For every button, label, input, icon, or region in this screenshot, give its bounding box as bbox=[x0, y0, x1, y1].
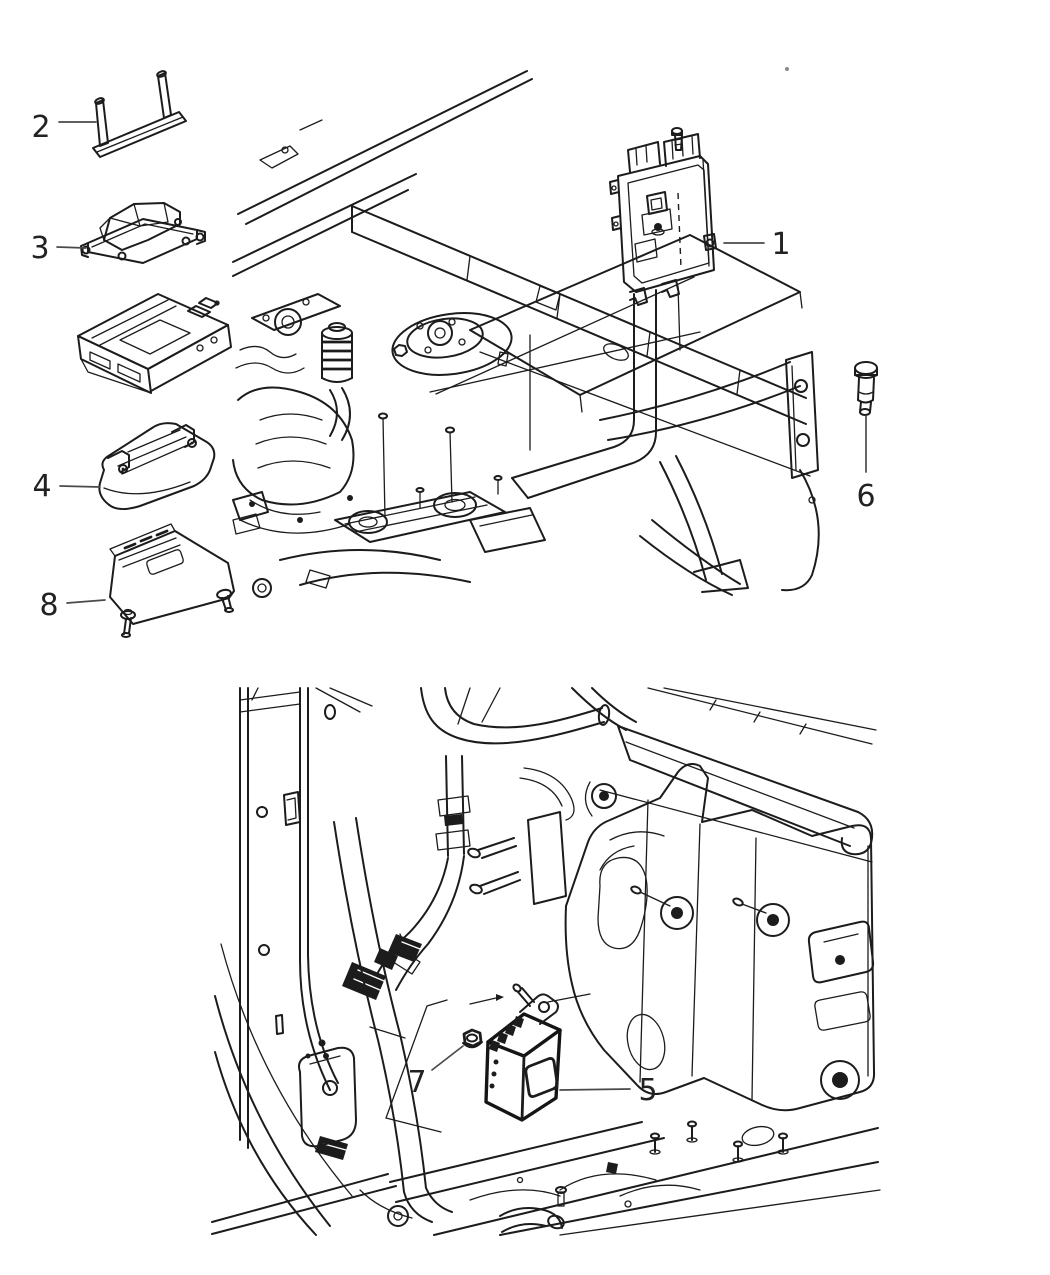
callout-5-leader bbox=[559, 1088, 631, 1091]
callout-8-leader bbox=[66, 599, 106, 604]
loose-parts-column bbox=[77, 70, 235, 638]
callout-6: 6 bbox=[856, 415, 876, 514]
callout-2: 2 bbox=[31, 110, 97, 145]
callout-1-label: 1 bbox=[771, 227, 790, 262]
cowl-side-view bbox=[211, 687, 881, 1236]
callout-3-leader bbox=[56, 246, 87, 249]
shift-control-module-part bbox=[484, 983, 591, 1122]
module-part bbox=[77, 293, 232, 394]
mounting-bolt-part bbox=[854, 361, 878, 416]
shield-plate-part bbox=[109, 523, 235, 638]
callout-5: 5 bbox=[559, 1073, 658, 1108]
callout-4-leader bbox=[59, 485, 101, 488]
callout-6-label: 6 bbox=[856, 479, 875, 514]
callouts: 1 2 3 4 5 6 7 8 bbox=[30, 110, 875, 1108]
callout-3: 3 bbox=[30, 231, 87, 266]
callout-4: 4 bbox=[32, 469, 101, 504]
callout-4-label: 4 bbox=[32, 469, 51, 504]
pin-bracket-part bbox=[92, 70, 187, 158]
flange-nut-part bbox=[462, 1028, 483, 1049]
weld-studs bbox=[649, 1120, 789, 1163]
callout-5-label: 5 bbox=[638, 1073, 657, 1108]
callout-1: 1 bbox=[723, 227, 791, 262]
print-speck bbox=[785, 67, 789, 71]
callout-8: 8 bbox=[39, 588, 106, 623]
callout-3-label: 3 bbox=[30, 231, 49, 266]
engine-control-module-part bbox=[609, 133, 717, 306]
callout-7: 7 bbox=[407, 1045, 464, 1100]
callout-8-label: 8 bbox=[39, 588, 58, 623]
engine-compartment-view bbox=[232, 70, 820, 598]
rail-bracket-part bbox=[98, 422, 216, 510]
callout-7-label: 7 bbox=[407, 1065, 426, 1100]
callout-2-label: 2 bbox=[31, 110, 50, 145]
ecm-screw bbox=[671, 127, 683, 151]
callout-7-leader bbox=[431, 1045, 464, 1071]
cover-module-part bbox=[80, 202, 206, 264]
